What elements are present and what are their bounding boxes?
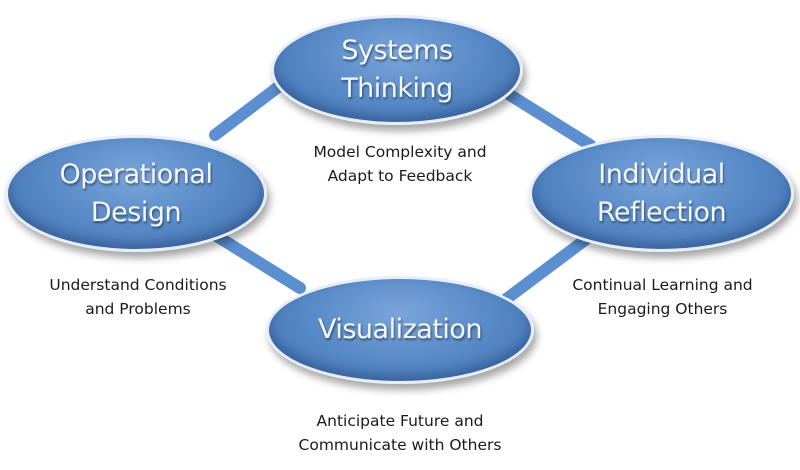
caption-individual-reflection: Continual Learning and Engaging Others (572, 276, 753, 318)
node-operational-design-label: Operational Design (59, 158, 213, 228)
caption-operational-design: Understand Conditions and Problems (49, 276, 227, 318)
node-visualization: Visualization (266, 276, 534, 384)
connector-visualization-to-individual (499, 234, 591, 306)
connector-systems-to-individual (504, 89, 596, 151)
node-operational-design: Operational Design (5, 135, 267, 252)
caption-visualization: Anticipate Future and Communicate with O… (298, 412, 502, 454)
node-individual-reflection: Individual Reflection (529, 135, 794, 252)
caption-systems-thinking: Model Complexity and Adapt to Feedback (313, 143, 487, 185)
node-individual-reflection-label: Individual Reflection (596, 158, 727, 228)
node-visualization-label: Visualization (317, 314, 483, 345)
node-systems-thinking: Systems Thinking (271, 15, 523, 125)
node-systems-thinking-label: Systems Thinking (341, 35, 453, 104)
connector-operational-to-visualization (209, 229, 306, 294)
